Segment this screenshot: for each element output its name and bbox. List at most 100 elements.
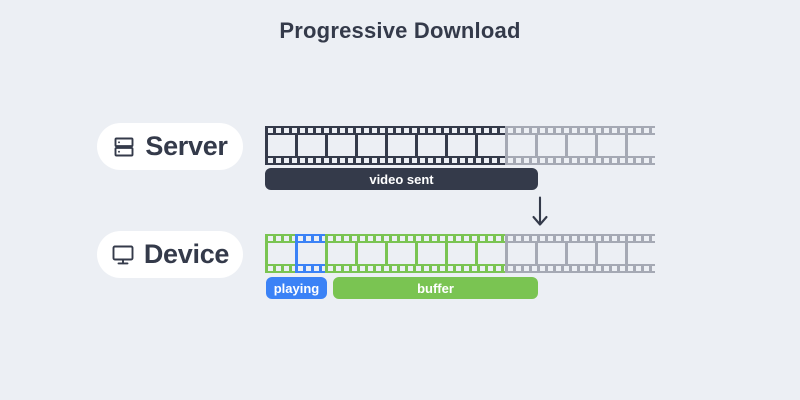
sprocket-hole [464,266,469,271]
sprocket-hole [484,158,489,163]
sprocket-hole [356,128,361,133]
sprocket-hole [652,266,655,271]
film-frame [328,135,355,156]
film-frame [538,135,565,156]
sprocket-hole [456,236,461,241]
sprocket-hole [276,266,281,271]
sprocket-hole [448,266,453,271]
film-segment-played [265,234,295,273]
sprocket-band [505,126,655,135]
sprocket-hole [298,236,303,241]
sprocket-hole [432,236,437,241]
sprocket-hole [444,128,449,133]
sprocket-hole [412,158,417,163]
sprocket-hole [548,128,553,133]
sprocket-hole [524,236,529,241]
film-frames [295,243,325,264]
sprocket-hole [424,236,429,241]
sprocket-hole [376,266,381,271]
sprocket-hole [628,236,633,241]
sprocket-band [265,264,295,273]
sprocket-hole [368,236,373,241]
sprocket-hole [314,266,319,271]
sprocket-hole [580,236,585,241]
sprocket-hole [340,128,345,133]
sprocket-hole [532,236,537,241]
sprocket-hole [504,236,505,241]
sprocket-hole [388,128,393,133]
sprocket-hole [540,158,545,163]
sprocket-hole [460,158,465,163]
film-frame [298,243,325,264]
sprocket-hole [292,236,295,241]
sprocket-hole [524,158,529,163]
sprocket-hole [306,236,311,241]
sprocket-band [325,234,505,243]
film-frame [568,243,595,264]
sprocket-hole [452,158,457,163]
sprocket-hole [268,128,273,133]
video-sent-bar: video sent [265,168,538,190]
server-label-text: Server [145,131,228,161]
sprocket-hole [524,266,529,271]
film-frames [265,243,295,264]
sprocket-hole [644,236,649,241]
sprocket-hole [412,128,417,133]
sprocket-hole [348,128,353,133]
sprocket-hole [360,266,365,271]
sprocket-hole [540,128,545,133]
sprocket-hole [276,128,281,133]
sprocket-hole [380,128,385,133]
sprocket-hole [488,236,493,241]
sprocket-hole [284,236,289,241]
sprocket-hole [340,158,345,163]
sprocket-hole [396,128,401,133]
film-frame [448,243,475,264]
sprocket-hole [316,128,321,133]
sprocket-hole [612,236,617,241]
sprocket-hole [306,266,311,271]
film-segment-remaining [505,126,655,165]
film-frame [358,243,385,264]
sprocket-hole [300,128,305,133]
sprocket-hole [436,128,441,133]
sprocket-hole [588,158,593,163]
sprocket-hole [428,158,433,163]
sprocket-hole [596,266,601,271]
sprocket-hole [322,236,325,241]
sprocket-band [505,264,655,273]
sprocket-hole [652,128,655,133]
sprocket-hole [588,266,593,271]
sprocket-hole [468,128,473,133]
sprocket-hole [620,158,625,163]
sprocket-hole [652,236,655,241]
sprocket-band [505,156,655,165]
sprocket-hole [284,266,289,271]
sprocket-hole [372,128,377,133]
sprocket-hole [472,266,477,271]
sprocket-hole [460,128,465,133]
sprocket-hole [500,128,505,133]
film-frame [358,135,385,156]
sprocket-hole [556,158,561,163]
sprocket-hole [424,266,429,271]
sprocket-hole [298,266,303,271]
film-segment-buffered [325,234,505,273]
sprocket-hole [384,236,389,241]
sprocket-band [295,264,325,273]
sprocket-hole [556,128,561,133]
sprocket-hole [364,158,369,163]
sprocket-hole [336,266,341,271]
sprocket-hole [644,128,649,133]
sprocket-hole [516,128,521,133]
sprocket-hole [268,236,273,241]
sprocket-hole [604,128,609,133]
sprocket-band [265,156,505,165]
sprocket-band [505,234,655,243]
film-frame [478,135,505,156]
buffer-bar: buffer [333,277,538,299]
sprocket-hole [476,128,481,133]
sprocket-hole [400,236,405,241]
sprocket-hole [464,236,469,241]
sprocket-hole [396,158,401,163]
